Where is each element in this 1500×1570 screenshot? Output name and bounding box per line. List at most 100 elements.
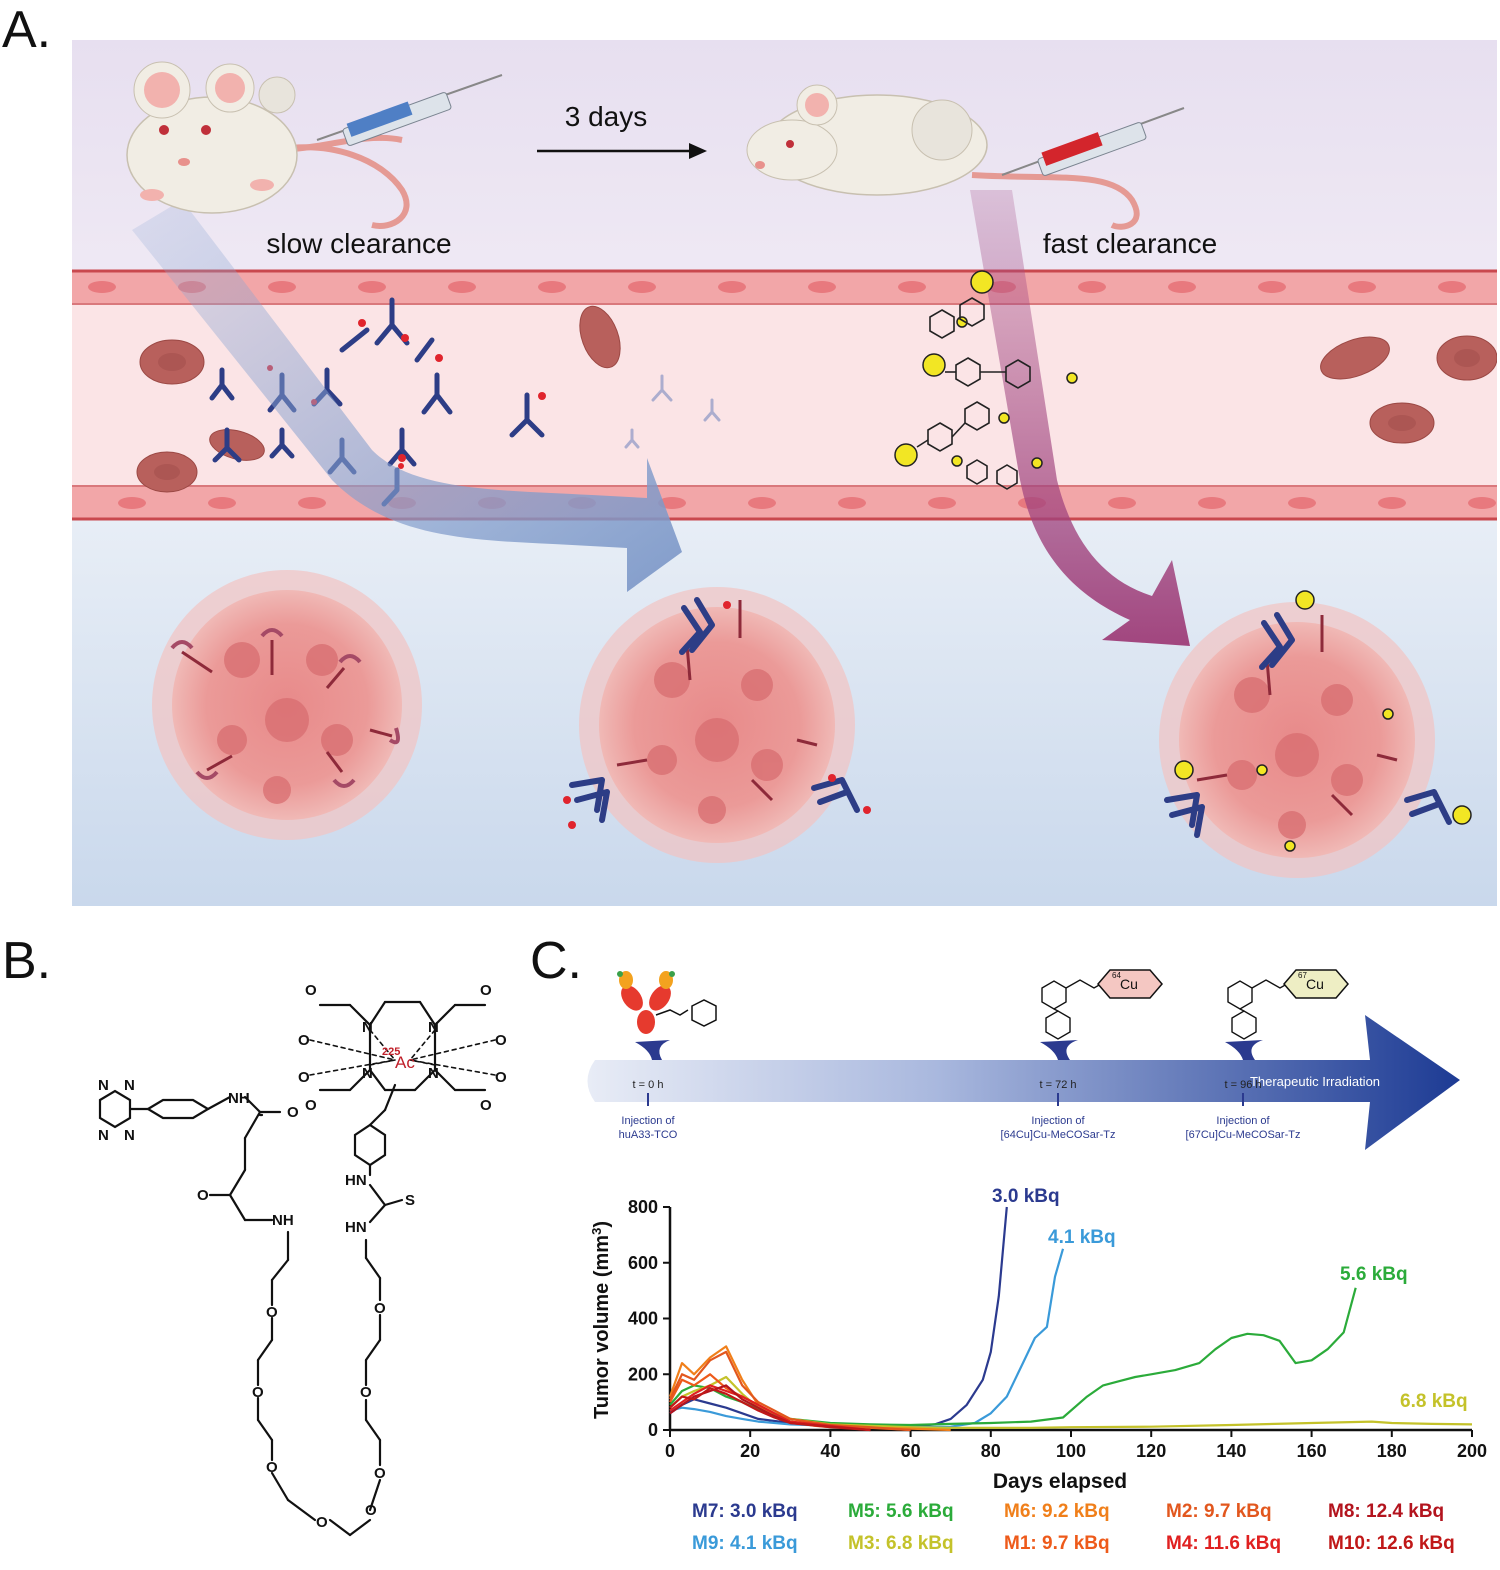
timeline-arrow (587, 1015, 1460, 1150)
cu64-element: Cu (1120, 976, 1138, 992)
atom-o: O (252, 1384, 264, 1401)
atom-o: O (197, 1187, 209, 1204)
atom-hn: HN (345, 1219, 367, 1236)
series-line-3 (669, 1375, 1473, 1429)
x-tick-label: 180 (1377, 1441, 1407, 1461)
x-tick-label: 120 (1136, 1441, 1166, 1461)
atom-o: O (305, 1097, 317, 1114)
legend-item-m3: M3: 6.8 kBq (848, 1533, 954, 1554)
x-tick-label: 140 (1216, 1441, 1246, 1461)
panel-b-chemical-structure: N N N N NH O NH O O O O O O O O O HN HN … (98, 982, 507, 1537)
atom-o: O (480, 982, 492, 999)
annotation-5-6: 5.6 kBq (1340, 1264, 1408, 1285)
atom-o: O (360, 1384, 372, 1401)
x-tick-label: 0 (665, 1441, 675, 1461)
atom-o: O (305, 982, 317, 999)
syringe-red (1001, 107, 1185, 176)
metal-mass-number: 225 (382, 1046, 400, 1058)
x-tick-label: 100 (1056, 1441, 1086, 1461)
legend-item-m7: M7: 3.0 kBq (692, 1501, 798, 1522)
x-tick-label: 160 (1297, 1441, 1327, 1461)
atom-n: N (428, 1065, 439, 1082)
event-time-2: t = 96 h (1224, 1079, 1261, 1091)
atom-s: S (405, 1192, 415, 1209)
atom-o: O (266, 1304, 278, 1321)
atom-hn: HN (345, 1172, 367, 1189)
y-tick-label: 0 (648, 1420, 658, 1440)
atom-o: O (287, 1104, 299, 1121)
y-tick-label: 200 (628, 1364, 658, 1384)
panel-letter-b: B. (2, 932, 52, 990)
tumor-radiolabeled (1159, 590, 1472, 878)
atom-o: O (495, 1069, 507, 1086)
atom-o: O (374, 1465, 386, 1482)
event-line1-1: Injection of (1031, 1115, 1085, 1127)
atom-n: N (124, 1077, 135, 1094)
atom-o: O (374, 1300, 386, 1317)
y-tick-label: 600 (628, 1253, 658, 1273)
tumor-pretargeted (563, 587, 871, 863)
series-line-2 (669, 1287, 1357, 1427)
interval-label: 3 days (565, 101, 648, 132)
atom-n: N (428, 1019, 439, 1036)
legend-item-m2: M2: 9.7 kBq (1166, 1501, 1272, 1522)
cu67-element: Cu (1306, 976, 1324, 992)
panel-letter-c: C. (530, 932, 582, 990)
atom-o: O (480, 1097, 492, 1114)
atom-n: N (362, 1019, 373, 1036)
legend-item-m9: M9: 4.1 kBq (692, 1533, 798, 1554)
y-tick-label: 800 (628, 1197, 658, 1217)
x-tick-label: 200 (1457, 1441, 1487, 1461)
series-line-1 (669, 1248, 1065, 1429)
atom-o: O (298, 1032, 310, 1049)
x-axis-label: Days elapsed (993, 1470, 1127, 1493)
y-tick-label: 400 (628, 1309, 658, 1329)
atom-o: O (316, 1514, 328, 1531)
metal-symbol: Ac (395, 1053, 415, 1072)
x-tick-label: 60 (901, 1441, 921, 1461)
x-tick-label: 20 (740, 1441, 760, 1461)
annotation-4-1: 4.1 kBq (1048, 1227, 1116, 1248)
atom-nh: NH (272, 1212, 294, 1229)
x-tick-label: 80 (981, 1441, 1001, 1461)
atom-o: O (365, 1502, 377, 1519)
event-line2-0: huA33-TCO (619, 1129, 678, 1141)
cu67-isotope: 67 (1298, 971, 1307, 980)
atom-n: N (98, 1127, 109, 1144)
syringe-blue (316, 74, 503, 146)
fast-clearance-label: fast clearance (1043, 228, 1217, 259)
atom-o: O (266, 1459, 278, 1476)
atom-o: O (298, 1069, 310, 1086)
event-line1-2: Injection of (1216, 1115, 1270, 1127)
annotation-6-8: 6.8 kBq (1400, 1391, 1468, 1412)
atom-n: N (124, 1127, 135, 1144)
mouse-left (126, 61, 410, 229)
annotation-3-0: 3.0 kBq (992, 1186, 1060, 1207)
slow-clearance-arrow (132, 200, 682, 592)
event-line2-2: [67Cu]Cu-MeCOSar-Tz (1186, 1129, 1301, 1141)
event-line1-0: Injection of (621, 1115, 675, 1127)
tumor-untreated (152, 570, 422, 840)
tumor-volume-chart: 0 20 40 60 80 100 120 140 160 180 200 0 200 400 600 800… (589, 1186, 1488, 1493)
atom-n: N (98, 1077, 109, 1094)
series-line-7 (669, 1384, 871, 1432)
legend-item-m10: M10: 12.6 kBq (1328, 1533, 1455, 1554)
legend-item-m6: M6: 9.2 kBq (1004, 1501, 1110, 1522)
y-axis-label: Tumor volume (mm3) (589, 1221, 614, 1419)
fast-clearance-arrow (970, 190, 1190, 646)
panel-letter-a: A. (2, 1, 52, 59)
mouse-right (746, 84, 1140, 230)
antibody-tco-icon (617, 971, 717, 1034)
radiolabeled-tetrazines (894, 270, 1078, 490)
slow-clearance-label: slow clearance (266, 228, 451, 259)
x-tick-label: 40 (820, 1441, 840, 1461)
legend-item-m4: M4: 11.6 kBq (1166, 1533, 1282, 1554)
event-time-1: t = 72 h (1039, 1079, 1076, 1091)
legend-item-m1: M1: 9.7 kBq (1004, 1533, 1110, 1554)
panel-a-illustration: 3 days slow clearance fast clearance (72, 40, 1497, 906)
atom-o: O (495, 1032, 507, 1049)
atom-n: N (362, 1065, 373, 1082)
timeline-event-2: t = 96 h Injection of [67Cu]Cu-MeCOSar-T… (1186, 1040, 1301, 1141)
timeline-event-1: t = 72 h Injection of [64Cu]Cu-MeCOSar-T… (1001, 1040, 1115, 1141)
legend-item-m5: M5: 5.6 kBq (848, 1501, 954, 1522)
